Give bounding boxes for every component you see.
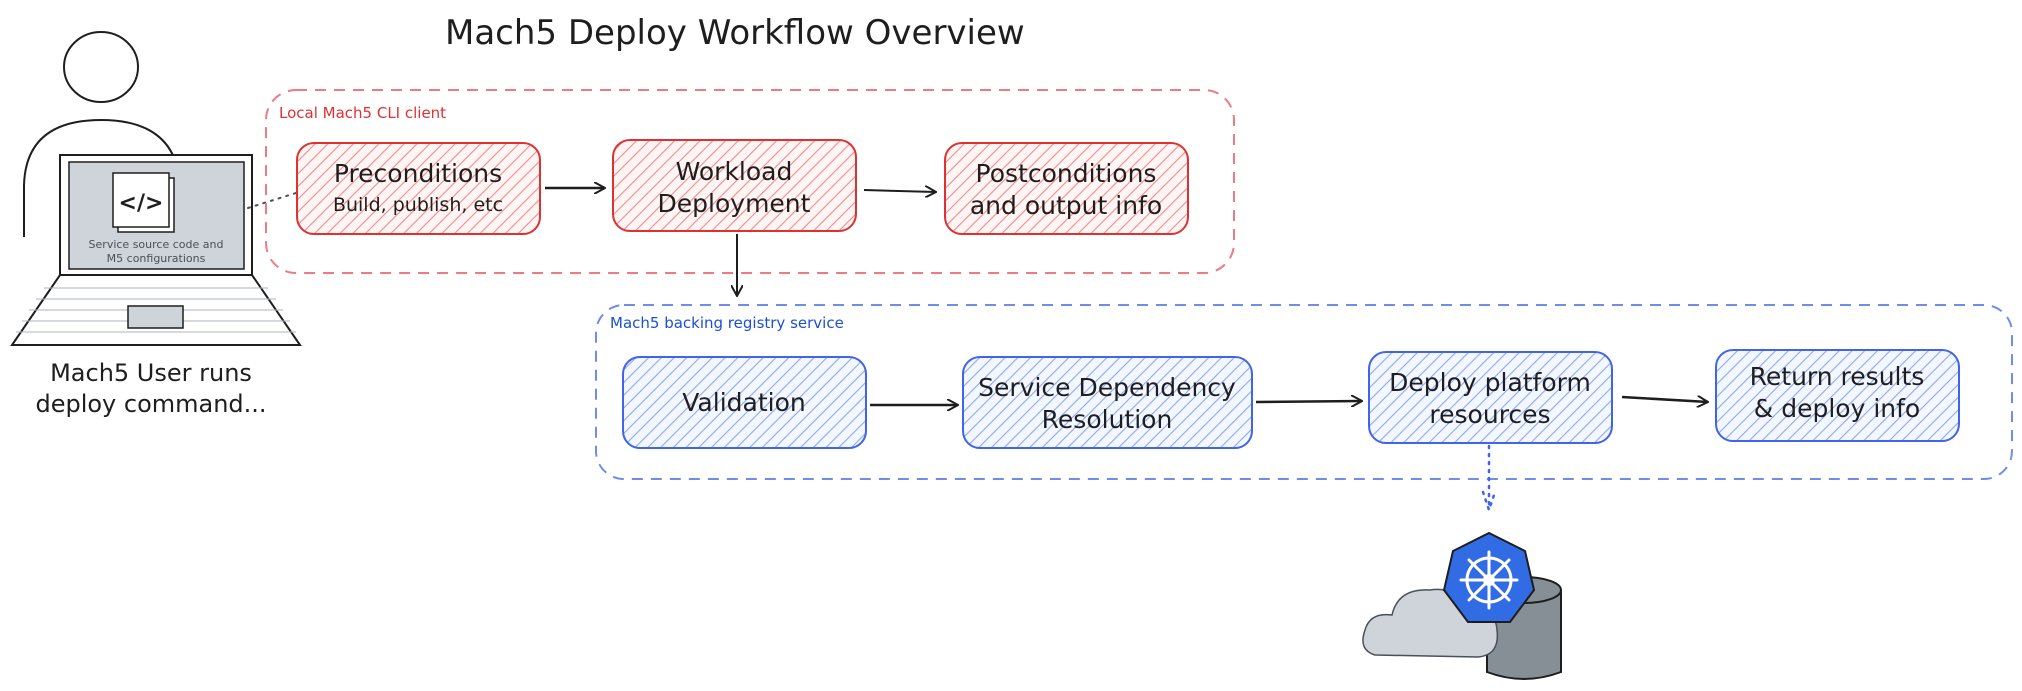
deploy-to-platform-connector [1481,444,1497,514]
step-deploy-line2: resources [1429,400,1550,429]
user-caption-line1: Mach5 User runs [50,359,252,387]
step-service-dependency: Service Dependency Resolution [962,356,1253,449]
laptop-connector [247,192,297,209]
step-deploy-platform: Deploy platform resources [1368,351,1613,444]
step-postconditions-line2: and output info [970,191,1162,220]
step-return-line1: Return results [1750,362,1925,391]
step-workload-deployment: Workload Deployment [612,139,857,232]
registry-service-group [595,304,2013,480]
step-preconditions: Preconditions Build, publish, etc [296,142,541,235]
step-return-line2: & deploy info [1754,394,1920,423]
step-workload-line1: Workload [676,157,793,186]
arrow-workload-to-postconditions [863,190,936,192]
step-validation-title: Validation [682,388,805,417]
arrow-dependency-to-deploy [1255,401,1362,402]
step-preconditions-subtitle: Build, publish, etc [333,194,503,216]
step-dependency-line1: Service Dependency [978,373,1236,402]
step-postconditions: Postconditions and output info [944,142,1189,235]
local-cli-group [265,89,1235,274]
local-group-label: Local Mach5 CLI client [279,104,446,122]
registry-group-label: Mach5 backing registry service [610,314,844,332]
diagram-title: Mach5 Deploy Workflow Overview [445,13,1025,53]
user-caption-line2: deploy command... [35,390,266,418]
step-dependency-line2: Resolution [1042,405,1173,434]
step-preconditions-title: Preconditions [334,159,502,188]
kubernetes-icon [1442,531,1536,623]
svg-text:</>: </> [119,191,164,216]
step-deploy-line1: Deploy platform [1389,368,1591,397]
arrow-deploy-to-return [1621,397,1708,402]
screen-caption-line2: M5 configurations [107,252,206,265]
screen-caption-line1: Service source code and [89,238,224,251]
code-file-icon: </> [112,172,175,233]
step-validation: Validation [622,356,867,449]
step-workload-line2: Deployment [658,189,811,218]
step-return-results: Return results & deploy info [1715,349,1960,442]
step-postconditions-line1: Postconditions [976,159,1157,188]
